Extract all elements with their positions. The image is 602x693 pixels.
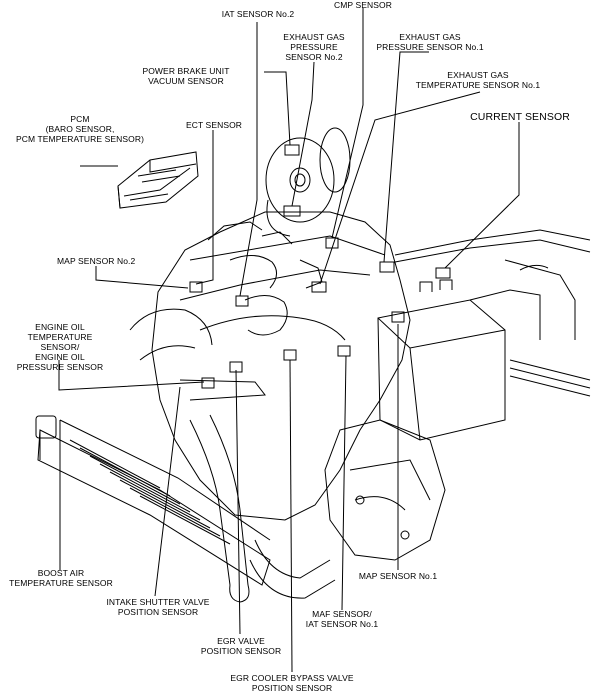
label-exhaust-gas-pressure-sensor-2: EXHAUST GAS PRESSURE SENSOR No.2 xyxy=(283,32,345,62)
transaxle xyxy=(324,419,446,561)
label-egr-valve-position-sensor: EGR VALVE POSITION SENSOR xyxy=(200,636,282,656)
label-boost-air-temperature-sensor: BOOST AIR TEMPERATURE SENSOR xyxy=(9,568,113,588)
label-iat-sensor-2: IAT SENSOR No.2 xyxy=(221,9,295,19)
label-egr-cooler-bypass-valve-position-sensor: EGR COOLER BYPASS VALVE POSITION SENSOR xyxy=(230,673,354,693)
right-side-lines xyxy=(394,229,591,397)
label-map-sensor-2: MAP SENSOR No.2 xyxy=(57,256,136,266)
engine-front-cover xyxy=(265,127,351,237)
label-cmp-sensor: CMP SENSOR xyxy=(334,0,392,10)
label-map-sensor-1: MAP SENSOR No.1 xyxy=(358,571,438,581)
label-maf-iat-sensor-1: MAF SENSOR/ IAT SENSOR No.1 xyxy=(305,609,379,629)
label-intake-shutter-valve-position-sensor: INTAKE SHUTTER VALVE POSITION SENSOR xyxy=(106,597,210,617)
label-exhaust-gas-pressure-sensor-1: EXHAUST GAS PRESSURE SENSOR No.1 xyxy=(376,32,484,52)
label-power-brake-unit-vacuum-sensor: POWER BRAKE UNIT VACUUM SENSOR xyxy=(142,66,230,86)
engine-block xyxy=(151,211,411,521)
pcm-module xyxy=(117,151,199,209)
battery xyxy=(377,279,506,441)
leader-lines xyxy=(58,8,520,673)
label-exhaust-gas-temperature-sensor-1: EXHAUST GAS TEMPERATURE SENSOR No.1 xyxy=(415,70,541,90)
intercooler xyxy=(35,415,271,586)
label-ect-sensor: ECT SENSOR xyxy=(185,120,243,130)
intake-pipes xyxy=(129,308,336,603)
sensor-connectors xyxy=(189,144,451,389)
label-engine-oil-sensors: ENGINE OIL TEMPERATURE SENSOR/ ENGINE OI… xyxy=(16,322,104,372)
label-pcm: PCM (BARO SENSOR, PCM TEMPERATURE SENSOR… xyxy=(15,114,145,144)
label-current-sensor: CURRENT SENSOR xyxy=(470,111,570,123)
